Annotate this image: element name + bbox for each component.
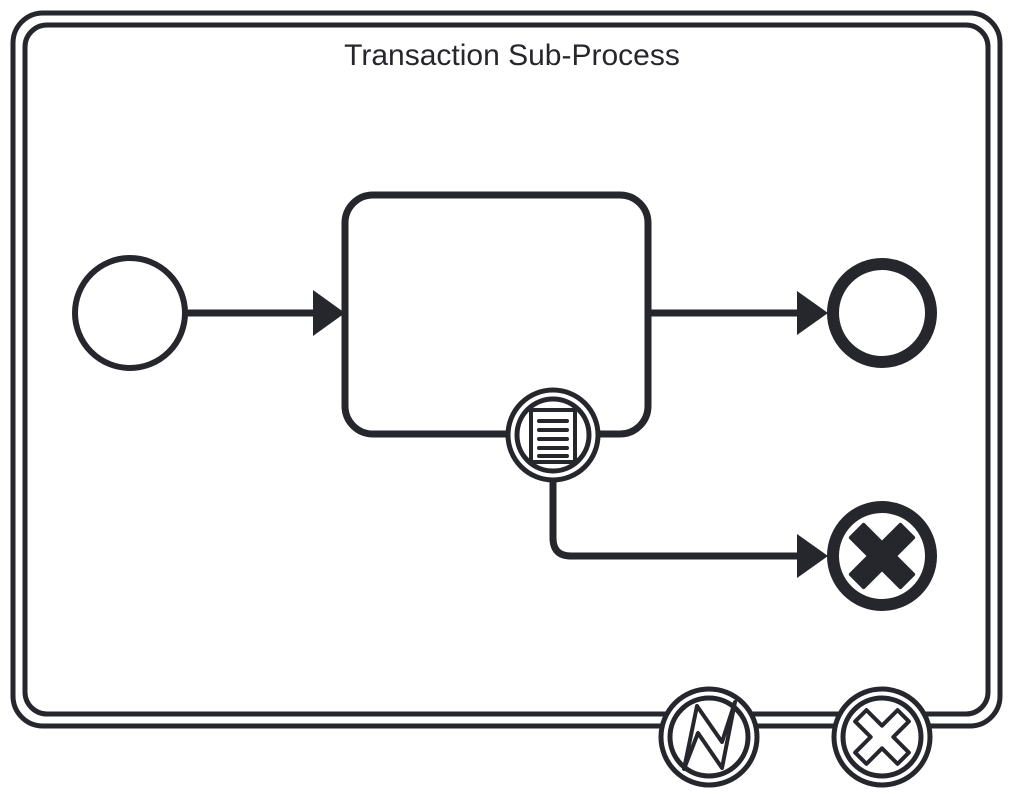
error-event-inner-circle xyxy=(667,695,751,779)
task-body xyxy=(341,191,652,438)
error-event-outer-circle xyxy=(658,686,760,788)
arrowhead-icon xyxy=(797,291,828,335)
end-event-cancel[interactable] xyxy=(827,501,937,611)
flow-line xyxy=(549,478,800,560)
cancel-boundary-backdrop xyxy=(834,689,930,785)
sequence-flow-boundary-to-cancel-end[interactable] xyxy=(549,478,828,578)
end-event-plain[interactable] xyxy=(827,258,937,368)
container-outer-border xyxy=(10,10,1003,729)
task[interactable] xyxy=(341,191,652,438)
cancel-boundary-inner-circle xyxy=(840,695,924,779)
start-event[interactable] xyxy=(72,255,188,371)
document-icon xyxy=(529,408,577,464)
boundary-event-inner-circle xyxy=(514,396,592,474)
cancel-end-event-circle xyxy=(827,501,937,611)
sequence-flow-start-to-task[interactable] xyxy=(186,290,345,336)
start-event-circle xyxy=(72,255,188,371)
boundary-event-outer-circle xyxy=(505,387,601,483)
cancel-x-icon xyxy=(848,522,916,590)
page-title: Transaction Sub-Process xyxy=(344,39,680,72)
end-event-circle xyxy=(827,258,937,368)
container-inner-border xyxy=(22,22,991,717)
cancel-x-outline-icon xyxy=(853,708,911,766)
arrowhead-icon xyxy=(797,534,828,578)
arrowhead-icon xyxy=(313,290,345,336)
error-bolt-icon xyxy=(682,700,737,771)
boundary-event-cancel[interactable] xyxy=(831,686,933,788)
boundary-event-error[interactable] xyxy=(658,686,760,788)
transaction-sub-process-container[interactable]: Transaction Sub-Process xyxy=(10,10,1003,729)
sequence-flow-task-to-end[interactable] xyxy=(648,291,828,335)
boundary-event-document[interactable] xyxy=(505,387,601,483)
cancel-boundary-outer-circle xyxy=(831,686,933,788)
